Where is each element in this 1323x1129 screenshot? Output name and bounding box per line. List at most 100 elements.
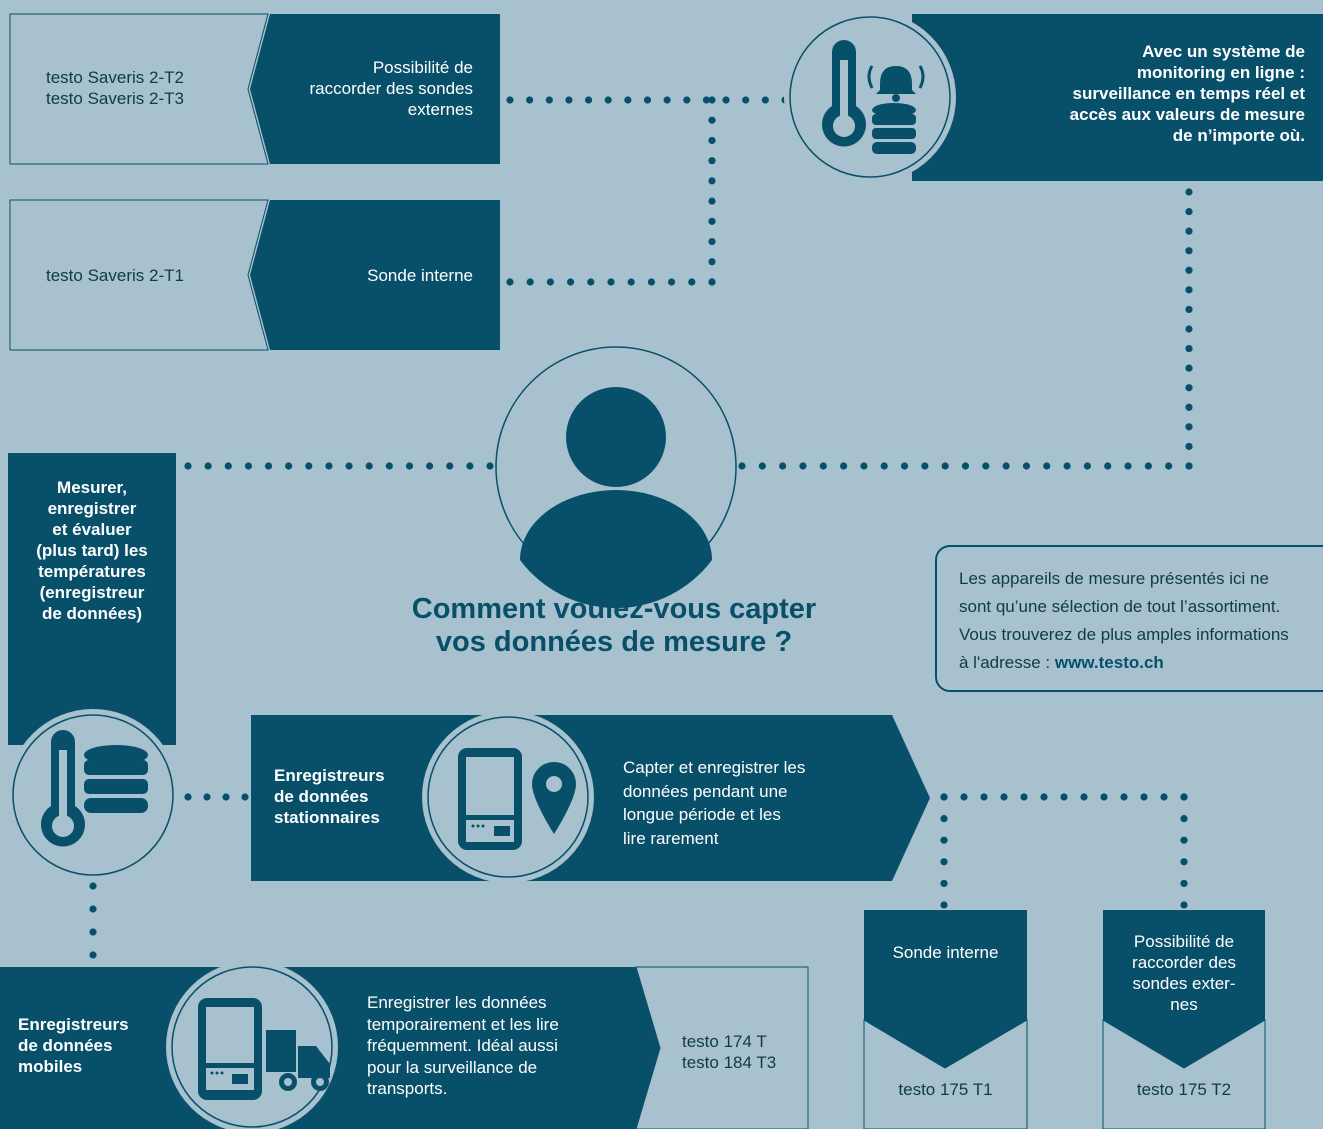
connector-dot [647, 278, 656, 286]
connector-dot [1060, 793, 1068, 801]
connector-dot [940, 815, 948, 823]
external-model-box [1102, 1019, 1266, 1129]
connector-dot [1185, 247, 1193, 255]
connector-dot [506, 96, 514, 104]
connector-dot [708, 217, 716, 225]
connector-dot [1100, 793, 1108, 801]
connector-dot [1185, 442, 1193, 451]
connector-dot [761, 96, 769, 104]
connector-dot [1144, 462, 1152, 470]
logger-location-icon [458, 748, 576, 850]
connector-dot [584, 96, 593, 104]
connector-dot [1180, 879, 1188, 888]
external-probe-label: Possibilité de raccorder des sondes exte… [1132, 932, 1236, 1014]
connector-dot [980, 793, 988, 801]
connector-dot [1002, 462, 1010, 470]
connector-dot [688, 278, 696, 286]
connector-dot [1185, 403, 1193, 411]
connector-dot [1180, 836, 1188, 844]
internal-probe-panel [250, 200, 500, 350]
user-icon [520, 387, 712, 608]
saveris-t2-t3-models: testo Saveris 2-T2 testo Saveris 2-T3 [46, 68, 184, 108]
connector-dot [1000, 793, 1008, 801]
connector-dot [184, 793, 192, 801]
connector-dot [742, 96, 750, 104]
connector-dot [244, 462, 252, 470]
connector-dot [708, 136, 716, 145]
online-monitoring-circle [784, 11, 956, 183]
connector-dot [940, 836, 948, 844]
connector-dot [960, 793, 968, 801]
saveris-t2-t3-box [9, 13, 269, 165]
connector-dot [1124, 462, 1132, 470]
connector-dot [921, 462, 929, 470]
connector-dot [264, 462, 273, 470]
connector-dot [526, 278, 534, 286]
connector-dot [506, 278, 514, 286]
connector-dot [1120, 793, 1128, 801]
connector-dot [1185, 364, 1193, 372]
connector-dot [1165, 462, 1173, 470]
connector-dot [1185, 227, 1193, 235]
connector-lines [89, 96, 1193, 959]
connector-dot [941, 462, 949, 470]
connector-dot [1063, 462, 1071, 470]
connector-dot [1185, 462, 1193, 470]
connector-dot [643, 96, 652, 104]
connector-dot [663, 96, 671, 104]
data-logger-panel [8, 453, 176, 745]
online-monitoring-panel [912, 14, 1323, 181]
connector-dot [222, 793, 230, 801]
connector-dot [1185, 305, 1193, 314]
logger-truck-icon [198, 998, 330, 1100]
connector-dot [708, 237, 716, 246]
thermometer-database-icon [41, 730, 148, 847]
internal-probe-text: Sonde interne [367, 266, 473, 285]
online-monitoring-text: Avec un système de monitoring en ligne :… [1069, 42, 1305, 145]
mobile-models-box [635, 966, 809, 1129]
connector-dot [940, 879, 948, 888]
connector-dot [1180, 858, 1188, 866]
connector-dot [1043, 462, 1051, 470]
connector-dot [607, 278, 615, 286]
connector-dot [1185, 266, 1193, 274]
external-probe-arrow [1103, 910, 1265, 1068]
connector-dot [203, 793, 211, 801]
connector-dot [708, 278, 716, 286]
testo-website-link[interactable]: www.testo.ch [1054, 653, 1164, 672]
connector-dot [385, 462, 393, 470]
connector-dot [1185, 384, 1193, 392]
connector-dot [860, 462, 868, 470]
connector-dot [961, 462, 970, 470]
center-question: Comment voulez-vous capter vos données d… [411, 593, 817, 658]
mobile-description: Enregistrer les données temporairement e… [367, 993, 559, 1098]
connector-dot [1185, 325, 1193, 333]
connector-dot [604, 96, 612, 104]
connector-dot [1185, 423, 1193, 431]
connector-dot [89, 905, 97, 913]
connector-dot [567, 278, 575, 286]
connector-dot [1180, 815, 1188, 823]
data-logger-text: Mesurer, enregistrer et évaluer (plus ta… [36, 478, 148, 623]
connector-dot [1104, 462, 1112, 470]
connector-dot [446, 462, 454, 470]
connector-dot [486, 462, 494, 470]
connector-dot [546, 278, 555, 286]
connector-dot [184, 462, 192, 470]
connector-dot [285, 462, 293, 470]
external-probe-text: Possibilité de raccorder des sondes exte… [309, 58, 473, 119]
connector-dot [241, 793, 249, 801]
connector-dot [1185, 286, 1193, 294]
connector-dot [1020, 793, 1028, 801]
connector-dot [702, 96, 711, 104]
connector-dot [758, 462, 766, 470]
connector-dot [89, 882, 97, 890]
connector-dot [526, 96, 534, 104]
connector-dot [819, 462, 827, 470]
connector-dot [466, 462, 474, 470]
connector-dot [426, 462, 434, 470]
mobile-models: testo 174 T testo 184 T3 [682, 1032, 777, 1072]
connector-dot [738, 462, 746, 470]
connector-dot [708, 116, 716, 124]
